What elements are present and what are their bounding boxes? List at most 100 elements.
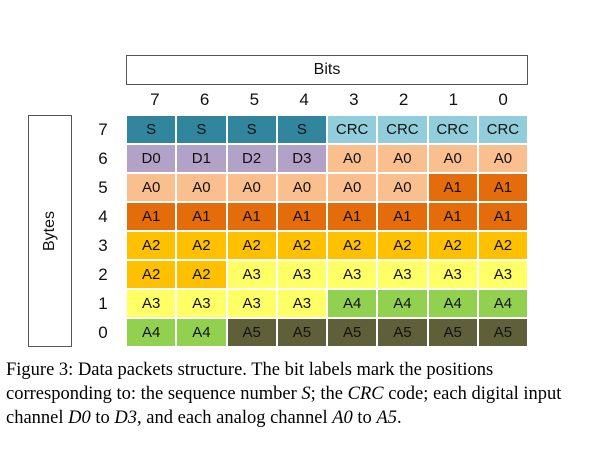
- caption-s: S: [301, 384, 311, 404]
- packet-cell: A2: [177, 261, 226, 288]
- byte-index-label: 6: [98, 148, 108, 168]
- packet-cell: A4: [378, 290, 427, 317]
- packet-cell: A2: [328, 232, 377, 259]
- bit-index-label: 3: [349, 90, 359, 109]
- bits-header-box: Bits: [126, 55, 528, 85]
- packet-cell: A1: [227, 203, 276, 230]
- bit-index-label: 1: [448, 90, 459, 109]
- packet-cell: A3: [277, 290, 326, 317]
- packet-cell: A4: [478, 290, 527, 317]
- packet-cell: A0: [127, 174, 176, 201]
- caption-crc: CRC: [347, 384, 384, 404]
- packet-cell: A0: [277, 174, 326, 201]
- packet-cell: S: [277, 116, 326, 143]
- packet-cell: A2: [428, 232, 477, 259]
- packet-cell: A0: [328, 145, 377, 172]
- packet-cell: A5: [428, 319, 477, 346]
- packet-cell: CRC: [428, 116, 477, 143]
- packet-cell: A1: [428, 203, 477, 230]
- packet-cell: A0: [478, 145, 527, 172]
- bit-index-label: 2: [398, 90, 409, 109]
- byte-index-label: 0: [98, 322, 108, 342]
- packet-cell: A1: [177, 203, 226, 230]
- packet-cell: A1: [478, 203, 527, 230]
- packet-cell: A1: [428, 174, 477, 201]
- packet-cell: A3: [227, 261, 276, 288]
- caption-text-6: to: [352, 408, 377, 428]
- packet-cell: A0: [177, 174, 226, 201]
- byte-index-column: 7 6 5 4 3 2 1 0: [88, 115, 118, 347]
- packet-cell: A3: [328, 261, 377, 288]
- packet-cell: A3: [428, 261, 477, 288]
- packet-cell: A1: [328, 203, 377, 230]
- packet-cell: A2: [478, 232, 527, 259]
- packet-cell: A3: [127, 290, 176, 317]
- packet-cell: A1: [277, 203, 326, 230]
- caption-text-7: .: [397, 408, 402, 428]
- packet-cell: S: [227, 116, 276, 143]
- caption-text-3: code; each digital input channel: [6, 384, 562, 428]
- figure-caption: Figure 3: Data packets structure. The bi…: [6, 358, 594, 430]
- packet-cell: S: [127, 116, 176, 143]
- byte-index-label: 5: [98, 177, 108, 197]
- packet-cell: A2: [227, 232, 276, 259]
- caption-d3: D3: [114, 408, 138, 428]
- packet-cell: A3: [227, 290, 276, 317]
- packet-cell: A5: [478, 319, 527, 346]
- packet-cell: D0: [127, 145, 176, 172]
- packet-cell: A1: [127, 203, 176, 230]
- bit-index-label: 5: [249, 90, 260, 109]
- caption-a5: A5: [376, 408, 397, 428]
- bytes-side-box: Bytes: [28, 115, 72, 347]
- packet-cell: A1: [478, 174, 527, 201]
- packet-cell: A3: [277, 261, 326, 288]
- packet-cell: A0: [378, 174, 427, 201]
- byte-index-label: 1: [98, 293, 108, 313]
- packet-cell: CRC: [378, 116, 427, 143]
- packet-cell: A4: [177, 319, 226, 346]
- packet-cell: CRC: [328, 116, 377, 143]
- packet-cell: A3: [478, 261, 527, 288]
- packet-cell: D1: [177, 145, 226, 172]
- packet-cell: A5: [277, 319, 326, 346]
- bit-index-label: 7: [150, 90, 160, 109]
- byte-index-label: 4: [98, 206, 108, 226]
- packet-cell: A5: [328, 319, 377, 346]
- packet-cell: A4: [127, 319, 176, 346]
- packet-cell: A4: [328, 290, 377, 317]
- packet-cell: A5: [378, 319, 427, 346]
- packet-cell: A0: [378, 145, 427, 172]
- packet-cell: CRC: [478, 116, 527, 143]
- caption-text-1: Figure 3: Data packets structure. The bi…: [6, 360, 494, 404]
- packet-cell: A2: [177, 232, 226, 259]
- bits-label: Bits: [313, 61, 341, 78]
- caption-d0: D0: [68, 408, 91, 428]
- packet-cell: A1: [378, 203, 427, 230]
- packet-cell: D3: [277, 145, 326, 172]
- caption-a0: A0: [332, 408, 353, 428]
- packet-cell: A0: [428, 145, 477, 172]
- caption-text-4: to: [90, 408, 115, 428]
- caption-text-5: , and each analog channel: [137, 408, 333, 428]
- packet-cell: D2: [227, 145, 276, 172]
- packet-cell: A0: [227, 174, 276, 201]
- byte-index-label: 7: [98, 119, 108, 139]
- packet-cell: A3: [378, 261, 427, 288]
- packet-cell: A2: [277, 232, 326, 259]
- packet-cell: A2: [378, 232, 427, 259]
- bit-index-label: 4: [299, 90, 309, 109]
- packet-cell: A5: [227, 319, 276, 346]
- packet-cell: S: [177, 116, 226, 143]
- byte-index-label: 2: [98, 264, 108, 284]
- packet-cell: A2: [127, 232, 176, 259]
- packet-cell: A4: [428, 290, 477, 317]
- packet-cell: A3: [177, 290, 226, 317]
- caption-text-2: ; the: [310, 384, 348, 404]
- packet-cell: A2: [127, 261, 176, 288]
- bit-index-label: 6: [199, 90, 210, 109]
- bit-index-label: 0: [498, 90, 508, 109]
- bytes-label: Bytes: [40, 210, 58, 252]
- byte-index-label: 3: [98, 235, 108, 255]
- bit-index-row: 7 6 5 4 3 2 1 0: [130, 90, 528, 112]
